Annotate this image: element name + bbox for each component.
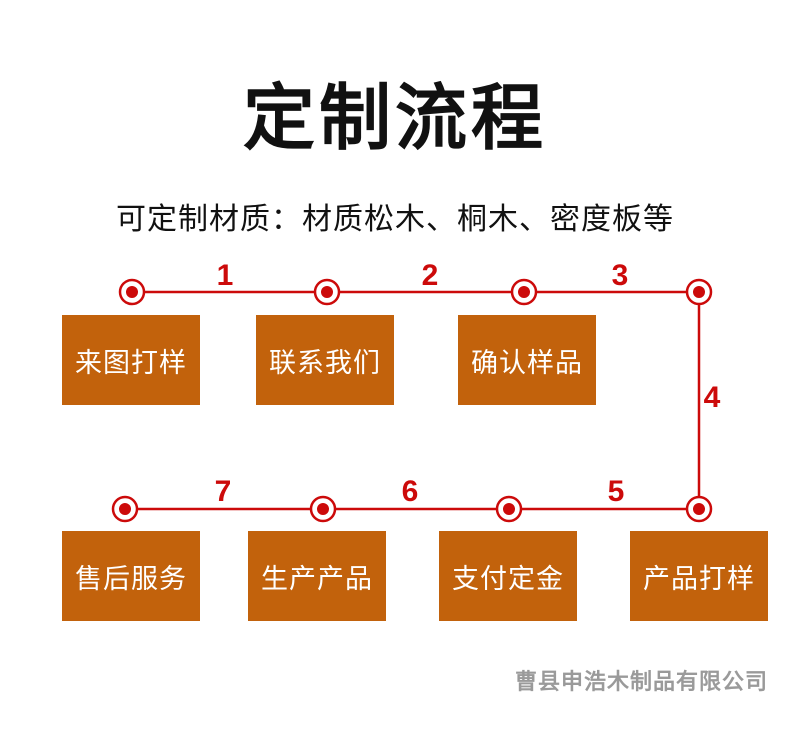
node-top-3 [510, 278, 538, 306]
step-box-5: 支付定金 [439, 531, 577, 621]
material-subtitle: 可定制材质：材质松木、桐木、密度板等 [116, 202, 674, 237]
connector-number-6: 6 [401, 475, 419, 508]
step-label-3: 确认样品 [471, 347, 583, 379]
step-label-7: 售后服务 [75, 563, 187, 595]
page-title: 定制流程 [242, 76, 547, 160]
connector-number-2: 2 [421, 259, 439, 292]
step-label-2: 联系我们 [269, 347, 381, 379]
step-box-3: 确认样品 [458, 315, 596, 405]
connector-number-4: 4 [703, 381, 721, 414]
connector-nodes [111, 278, 713, 523]
company-name: 曹县申浩木制品有限公司 [514, 670, 768, 695]
step-label-6: 生产产品 [261, 563, 373, 595]
step-box-2: 联系我们 [256, 315, 394, 405]
step-box-6: 生产产品 [248, 531, 386, 621]
step-box-4: 产品打样 [630, 531, 768, 621]
step-box-1: 来图打样 [62, 315, 200, 405]
connector-number-5: 5 [607, 475, 625, 508]
node-bottom-4 [685, 495, 713, 523]
connector-number-7: 7 [214, 475, 232, 508]
node-top-2 [313, 278, 341, 306]
connector-number-1: 1 [216, 259, 234, 292]
step-box-7: 售后服务 [62, 531, 200, 621]
node-bottom-2 [309, 495, 337, 523]
step-label-4: 产品打样 [643, 563, 755, 595]
node-bottom-3 [495, 495, 523, 523]
step-label-1: 来图打样 [75, 347, 187, 379]
node-top-1 [118, 278, 146, 306]
step-label-5: 支付定金 [452, 563, 564, 595]
node-bottom-1 [111, 495, 139, 523]
connector-number-3: 3 [611, 259, 629, 292]
node-top-4 [685, 278, 713, 306]
